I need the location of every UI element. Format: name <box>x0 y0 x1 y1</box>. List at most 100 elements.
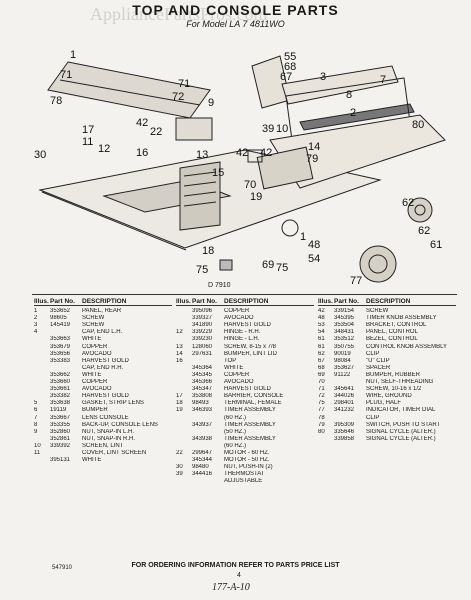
part-number: 345364 <box>192 364 213 371</box>
illus-number: 67 <box>318 357 325 364</box>
callout-42: 42 <box>136 117 148 129</box>
part-description: ADJUSTABLE <box>224 478 263 485</box>
header-illus: Illus. No. <box>34 298 50 305</box>
part-number: 341232 <box>334 407 355 414</box>
parts-column-1: Illus. No. Part No. DESCRIPTION 1353652P… <box>34 298 172 464</box>
part-description: SWITCH, PUSH TO START <box>366 421 441 428</box>
illus-number: 2 <box>34 315 38 322</box>
part-number: 343938 <box>192 435 213 442</box>
callout-13: 13 <box>196 149 208 161</box>
illus-number: 13 <box>176 343 183 350</box>
part-description: (60 HZ.) <box>224 442 247 449</box>
footer-code: 547910 <box>52 565 73 571</box>
callout-11: 11 <box>82 136 93 148</box>
part-description: WHITE <box>224 364 244 371</box>
part-description: NUT, SNAP-IN L.H. <box>82 428 135 435</box>
callout-18: 18 <box>202 245 214 257</box>
illus-number <box>176 379 192 386</box>
illus-number: 71 <box>318 386 325 393</box>
callout-78: 78 <box>50 95 62 107</box>
callout-12: 12 <box>98 143 110 155</box>
part-number: 345366 <box>192 379 213 386</box>
part-number: 19119 <box>50 407 67 414</box>
part-number: 353652 <box>50 308 71 315</box>
part-number <box>334 379 366 386</box>
illus-number: 61 <box>318 343 325 350</box>
part-description: TERMINAL, FEMALE <box>224 400 282 407</box>
callout-75b: 75 <box>276 262 288 274</box>
callout-42c: 42 <box>260 147 272 159</box>
part-number <box>192 358 224 365</box>
part-description: BUMPER, RUBBER <box>366 371 421 378</box>
page-title: TOP AND CONSOLE PARTS <box>132 2 339 18</box>
callout-71: 71 <box>60 69 72 81</box>
illus-number <box>34 386 50 393</box>
callout-3: 3 <box>320 71 326 83</box>
part-description: HARVEST GOLD <box>224 386 271 393</box>
part-description: SCREW, 10-16 x 1/2 <box>366 386 422 393</box>
part-number: 353661 <box>50 386 71 393</box>
illus-number <box>34 351 50 358</box>
header-illus: Illus. No. <box>176 298 192 305</box>
part-number: 341890 <box>192 322 213 329</box>
callout-61: 61 <box>430 239 442 251</box>
part-description: BRACKET, CONTROL <box>366 322 427 329</box>
header-part: Part No. <box>334 298 359 305</box>
part-description: BACK-UP, CONSOLE LENS <box>82 421 158 428</box>
callout-70: 70 <box>244 179 256 191</box>
part-description: AVOCADO <box>224 315 254 322</box>
part-number <box>192 429 224 436</box>
illus-number: 78 <box>318 414 325 421</box>
part-number: 348431 <box>334 329 355 336</box>
callout-79: 79 <box>306 153 318 165</box>
illus-number <box>176 436 192 443</box>
callout-72: 72 <box>172 91 184 103</box>
part-number: 344026 <box>334 393 355 400</box>
callout-80: 80 <box>412 119 424 131</box>
part-description: SPACER <box>366 364 391 371</box>
callout-62: 62 <box>402 197 414 209</box>
callout-16: 16 <box>136 147 148 159</box>
header-desc: DESCRIPTION <box>224 298 269 305</box>
part-number: 335646 <box>334 428 355 435</box>
illus-number <box>34 457 50 464</box>
illus-number: 72 <box>318 393 325 400</box>
part-description: SCREEN, LINT <box>82 442 124 449</box>
part-description: CONTROL KNOB ASSEMBLY <box>366 343 448 350</box>
part-number: 353663 <box>50 336 71 343</box>
part-number: 339858 <box>334 435 355 442</box>
part-description: CAP, END L.H. <box>82 329 123 336</box>
illus-number: 17 <box>176 393 183 400</box>
illus-number: 68 <box>318 364 325 371</box>
part-description: BUMPER <box>82 407 108 414</box>
part-number: 91122 <box>334 371 351 378</box>
illus-number: 39 <box>176 471 183 478</box>
illus-number: 53 <box>318 322 325 329</box>
illus-number: 5 <box>34 400 38 407</box>
table-top-rule <box>32 294 457 295</box>
part-description: MOTOR - 50 HZ. <box>224 457 270 464</box>
